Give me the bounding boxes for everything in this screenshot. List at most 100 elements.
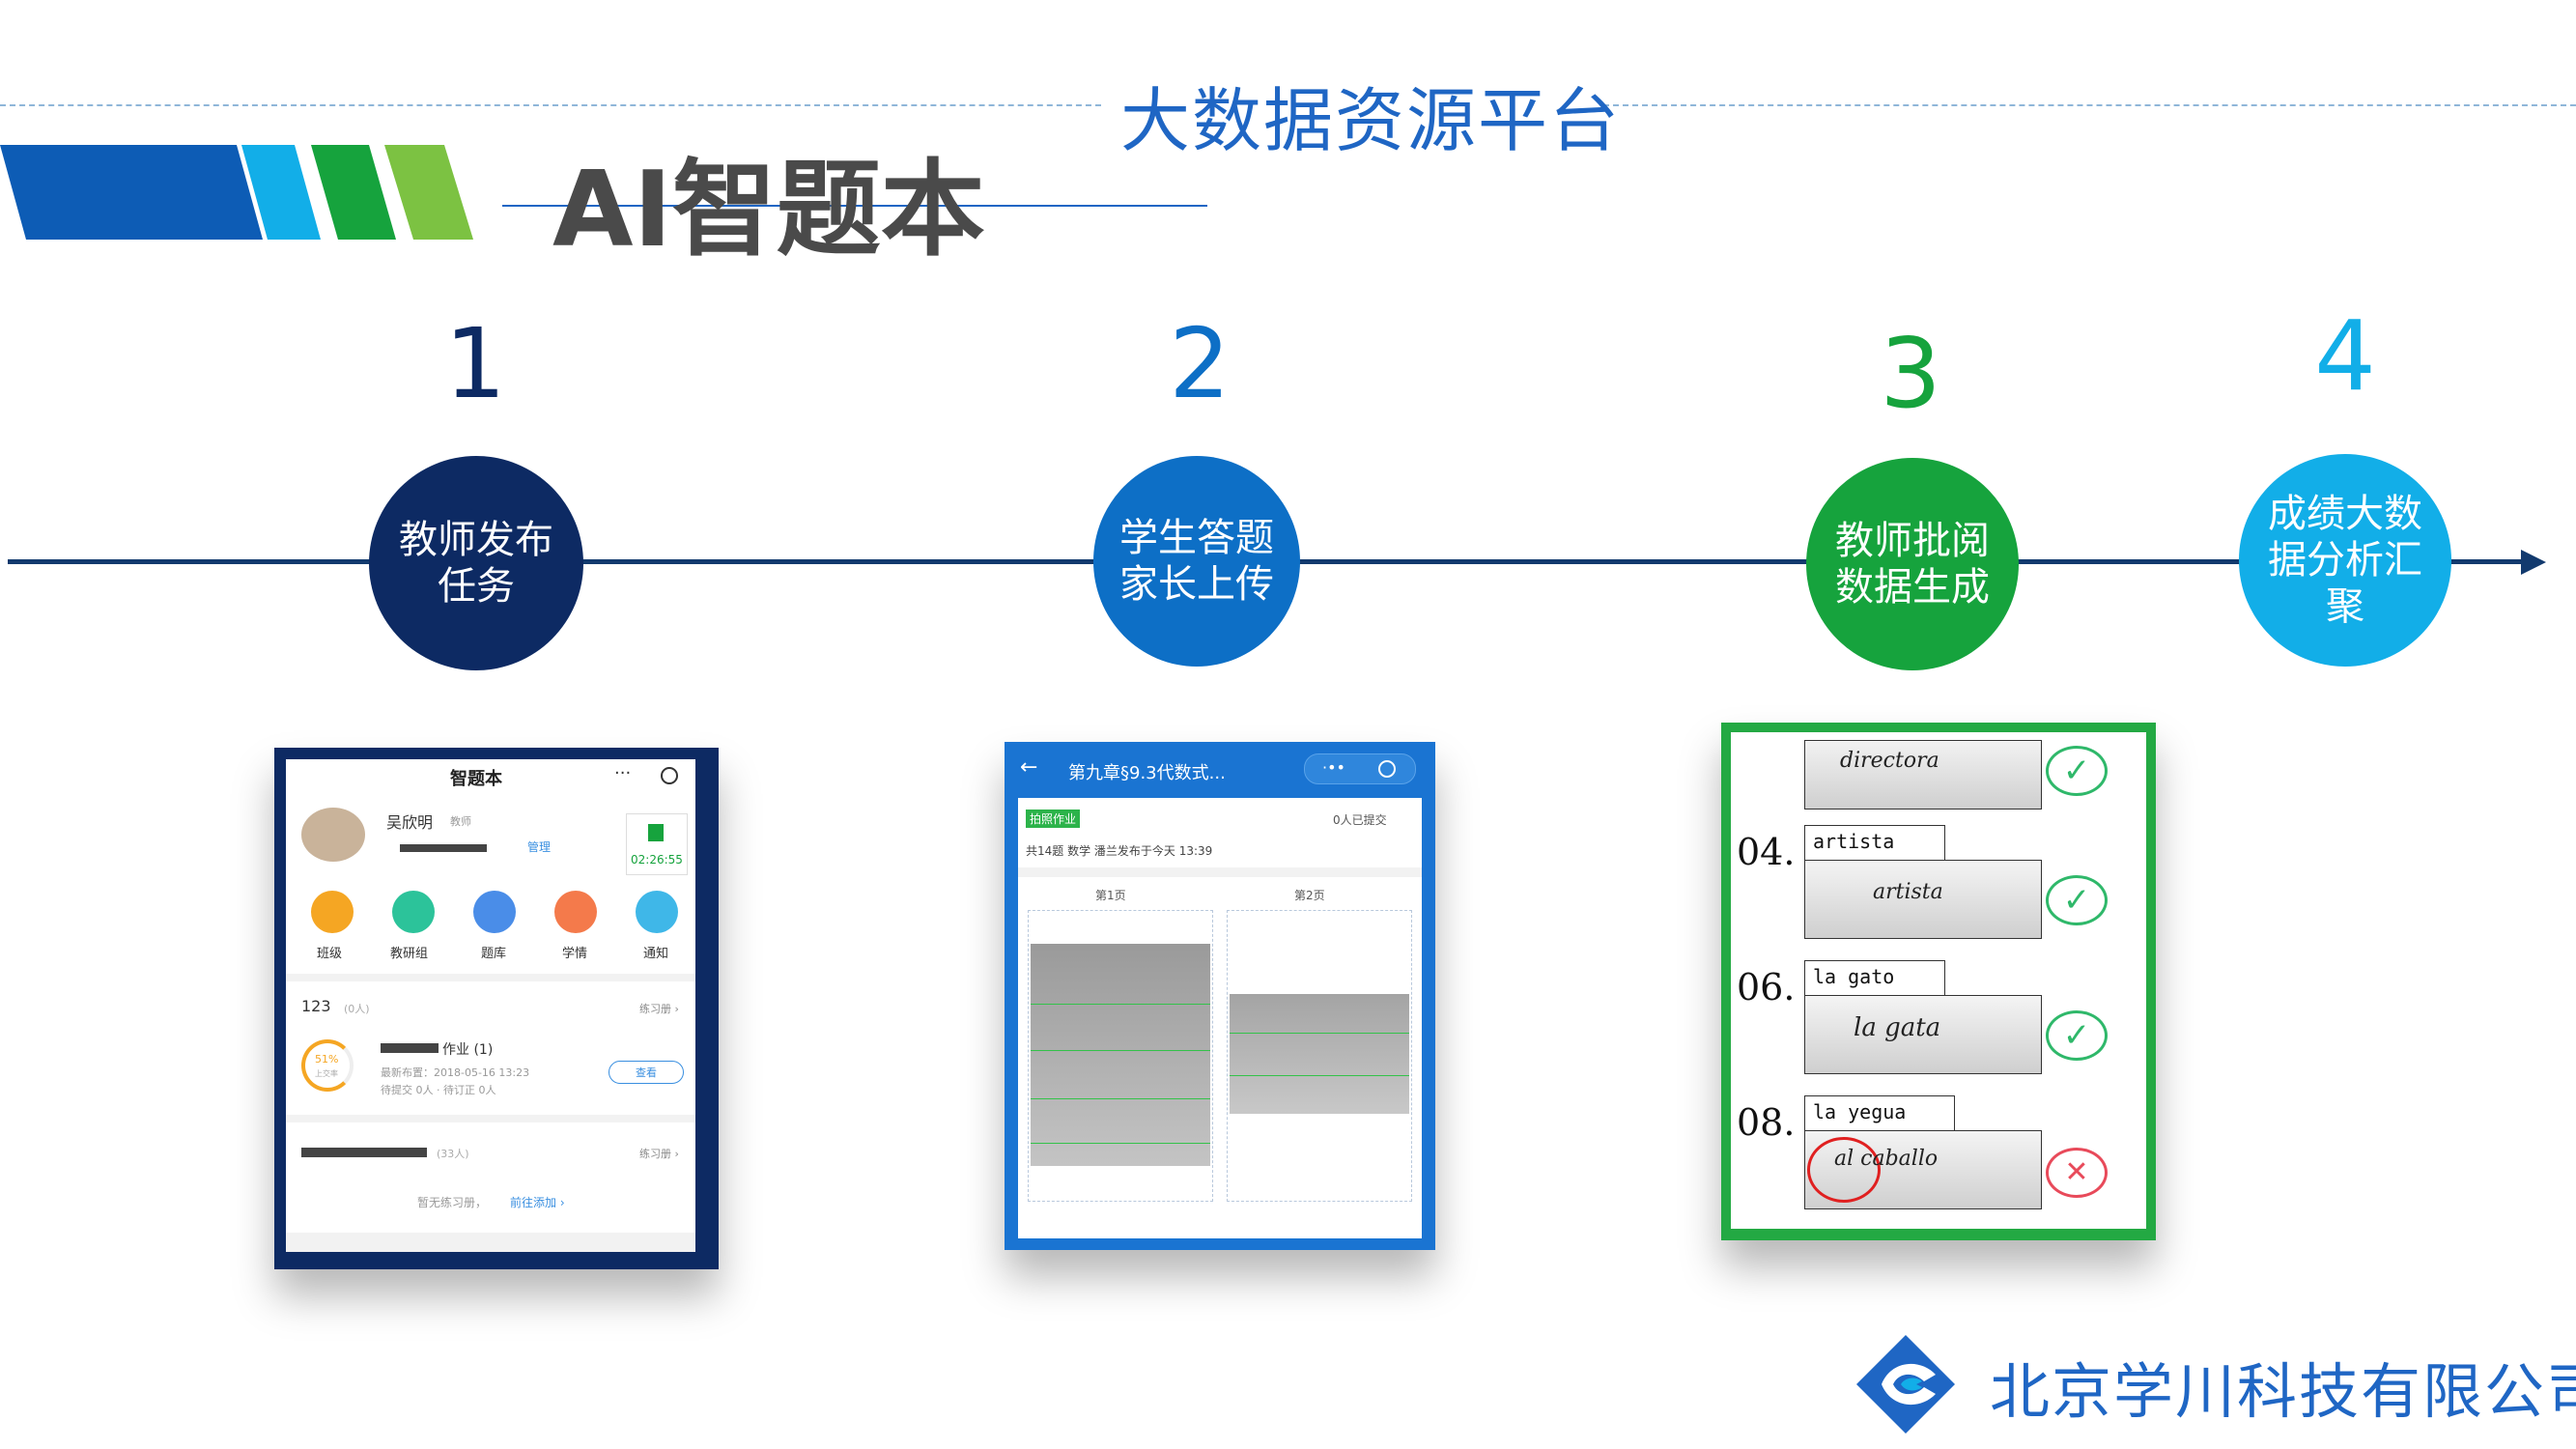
photo-line — [1031, 1050, 1210, 1051]
phone1-redacted-title — [381, 1043, 439, 1053]
company-name: 北京学川科技有限公司 — [1990, 1356, 2576, 1427]
header-dash-right — [1603, 104, 2576, 106]
phone1-timer-box: 02:26:55 — [626, 813, 688, 875]
step-3-circle: 教师批阅 数据生成 — [1806, 458, 2019, 670]
step-2-circle: 学生答题 家长上传 — [1093, 456, 1300, 667]
learning-stats-icon[interactable] — [554, 891, 597, 933]
phone1-icon-label-0: 班级 — [317, 947, 343, 961]
phone3-handwriting-0: directora — [1840, 749, 1939, 773]
phone2-page1-photo — [1031, 944, 1210, 1166]
stripe-green — [311, 145, 396, 240]
cross-icon: ✕ — [2046, 1148, 2108, 1198]
phone1-app-title: 智题本 — [450, 769, 502, 789]
phone1-class-name: 123 — [301, 997, 331, 1015]
step-1-label: 教师发布 任务 — [399, 518, 553, 609]
phone1-progress: 51% — [315, 1053, 339, 1065]
photo-line — [1031, 1004, 1210, 1005]
phone1-homework-stats: 待提交 0人 · 待订正 0人 — [381, 1084, 496, 1096]
phone1-progress-ring: 51% 上交率 — [301, 1039, 354, 1092]
phone1-user-name: 吴欣明 — [386, 813, 434, 832]
title-underline — [502, 205, 1207, 207]
phone1-homework-date: 最新布置：2018-05-16 13:23 — [381, 1066, 530, 1079]
phone3-number-1: 04. — [1737, 831, 1796, 873]
phone1-homework-title: 作业 (1) — [442, 1042, 494, 1058]
phone2-capsule[interactable]: ·•• — [1304, 753, 1416, 784]
phone2-page2-photo — [1230, 994, 1409, 1114]
phone2-page2-label: 第2页 — [1294, 889, 1325, 902]
step-3-number: 3 — [1880, 317, 1941, 430]
step-4-number: 4 — [2314, 299, 2376, 412]
phone1-practice-link-2[interactable]: 练习册 › — [639, 1148, 679, 1160]
question-bank-icon[interactable] — [473, 891, 516, 933]
phone1-icon-label-1: 教研组 — [390, 947, 429, 961]
view-button[interactable]: 查看 — [609, 1061, 684, 1084]
phone2-meta: 共14题 数学 潘兰发布于今天 13:39 — [1026, 844, 1213, 858]
phone1-practice-link[interactable]: 练习册 › — [639, 1003, 679, 1015]
phone1-user-role: 教师 — [450, 815, 471, 828]
handwriting-box: directora — [1804, 740, 2042, 810]
target-icon[interactable] — [1378, 760, 1396, 778]
photo-line — [1031, 1098, 1210, 1099]
notice-icon[interactable] — [636, 891, 678, 933]
check-icon: ✓ — [2046, 746, 2108, 796]
stripe-light-green — [384, 145, 473, 240]
step-4-label: 成绩大数 据分析汇 聚 — [2268, 492, 2422, 629]
phone1-timer-icon — [648, 824, 664, 841]
phone1-progress-sub: 上交率 — [315, 1069, 338, 1078]
company-logo-icon — [1856, 1335, 1955, 1434]
phone-screenshot-2: ← 第九章§9.3代数式... ·•• 拍照作业 0人已提交 共14题 数学 潘… — [1005, 742, 1435, 1250]
view-button-label: 查看 — [636, 1066, 657, 1079]
timeline-arrow-icon — [2521, 550, 2546, 575]
step-3-label: 教师批阅 数据生成 — [1835, 519, 1990, 610]
photo-line — [1230, 1033, 1409, 1034]
answer-box: la gato — [1804, 960, 1945, 997]
logo-swoosh — [1882, 1363, 1936, 1406]
check-icon: ✓ — [2046, 875, 2108, 925]
phone1-screen: 智题本 ··· 吴欣明 教师 管理 02:26:55 班级 教研组 题库 学情 … — [286, 759, 695, 1252]
phone3-screen: directora ✓ 04. artista artista ✓ 06. la… — [1731, 732, 2146, 1229]
step-4-circle: 成绩大数 据分析汇 聚 — [2239, 454, 2451, 667]
research-group-icon[interactable] — [392, 891, 435, 933]
title-stripes — [0, 145, 473, 240]
phone1-tag[interactable]: 管理 — [527, 840, 552, 854]
step-1-number: 1 — [444, 307, 506, 420]
phone1-time: 02:26:55 — [631, 853, 683, 867]
phone1-refresh-icon[interactable] — [661, 767, 678, 784]
phone1-more-icon[interactable]: ··· — [614, 763, 632, 783]
divider — [286, 1233, 695, 1252]
phone1-empty-text: 暂无练习册， — [417, 1196, 488, 1209]
phone1-icon-label-2: 题库 — [481, 947, 507, 961]
step-1-circle: 教师发布 任务 — [369, 456, 583, 670]
phone2-page1-label: 第1页 — [1095, 889, 1126, 902]
header-dash-left — [0, 104, 1101, 106]
handwriting-box: la gata — [1804, 995, 2042, 1074]
divider — [286, 974, 695, 981]
phone2-page2-frame[interactable] — [1227, 910, 1412, 1202]
phone1-class-count: (0人) — [344, 1003, 370, 1015]
divider — [286, 1115, 695, 1122]
phone3-handwriting-2: la gata — [1854, 1013, 1941, 1042]
phone1-redacted-group — [301, 1148, 427, 1157]
phone1-group-count: (33人) — [437, 1148, 469, 1160]
handwriting-box: al caballo — [1804, 1130, 2042, 1209]
phone2-page1-frame[interactable] — [1028, 910, 1213, 1202]
more-icon[interactable]: ·•• — [1322, 758, 1345, 777]
red-circle-mark — [1807, 1137, 1881, 1203]
divider — [1018, 867, 1422, 877]
phone3-handwriting-1: artista — [1873, 880, 1943, 904]
logo-swoosh-cyan — [1901, 1378, 1922, 1391]
phone3-answer-3: la yegua — [1813, 1100, 1907, 1123]
step-2-label: 学生答题 家长上传 — [1119, 516, 1274, 607]
handwriting-box: artista — [1804, 860, 2042, 939]
phone3-number-2: 06. — [1737, 966, 1796, 1009]
avatar[interactable] — [301, 808, 365, 862]
phone3-handwriting-3: al caballo — [1834, 1147, 1939, 1171]
phone-screenshot-1: 智题本 ··· 吴欣明 教师 管理 02:26:55 班级 教研组 题库 学情 … — [274, 748, 719, 1269]
class-icon[interactable] — [311, 891, 354, 933]
phone2-screen: 拍照作业 0人已提交 共14题 数学 潘兰发布于今天 13:39 第1页 第2页 — [1018, 798, 1422, 1238]
phone2-nav-bar: ← 第九章§9.3代数式... ·•• — [1005, 742, 1435, 798]
phone2-nav-title: 第九章§9.3代数式... — [1068, 763, 1226, 783]
answer-box: la yegua — [1804, 1095, 1955, 1132]
back-icon[interactable]: ← — [1020, 755, 1038, 780]
phone1-add-link[interactable]: 前往添加 › — [510, 1196, 565, 1209]
